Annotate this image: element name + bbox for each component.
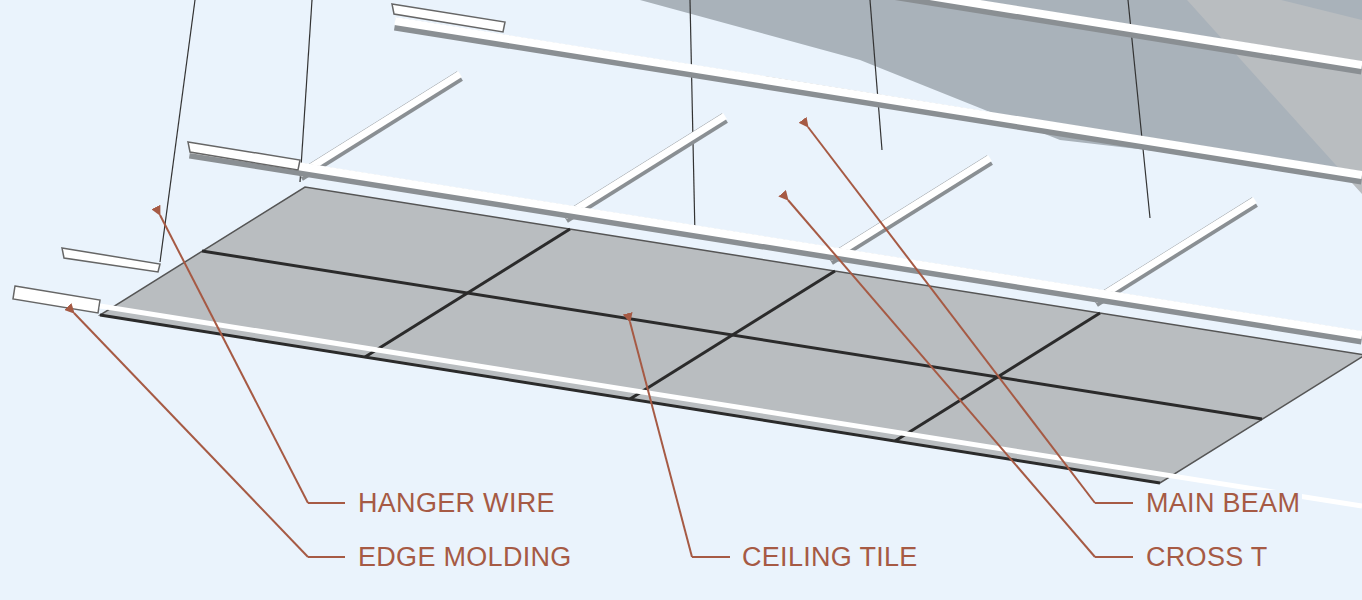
edge-molding-run bbox=[100, 306, 1362, 506]
part-label: CEILING TILE bbox=[740, 544, 920, 571]
main-beams bbox=[190, 0, 1362, 338]
edge-molding bbox=[13, 286, 100, 313]
part-label: MAIN BEAM bbox=[1144, 490, 1302, 517]
leader-lines bbox=[74, 127, 1133, 557]
beam-ends bbox=[62, 4, 505, 272]
part-label: CROSS T bbox=[1144, 544, 1270, 571]
part-label: HANGER WIRE bbox=[356, 490, 557, 517]
tile-grid bbox=[100, 229, 1262, 483]
part-label: EDGE MOLDING bbox=[356, 544, 574, 571]
main-beams-face bbox=[190, 0, 1362, 335]
